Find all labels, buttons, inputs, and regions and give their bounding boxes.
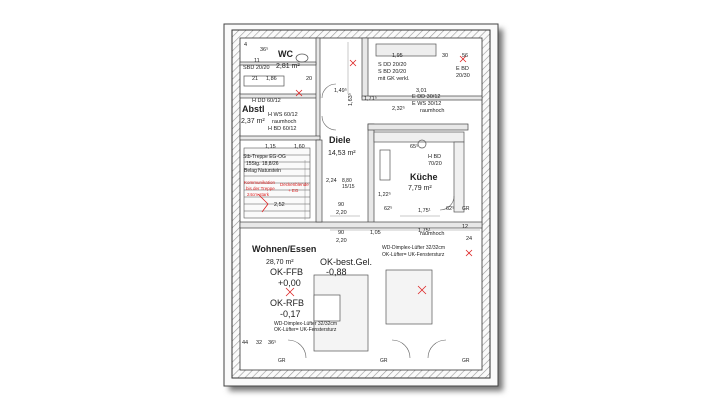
note-s-bd: S BD 20/20 [378, 69, 406, 75]
dim-149: 1,49⁵ [334, 87, 347, 94]
room-name-diele: Diele [329, 135, 351, 145]
dim-186: 1,86 [266, 76, 277, 82]
note-h-bd-kueche: H BD [428, 154, 441, 160]
dim-224: 2,24 [326, 178, 337, 184]
level-best-label: OK-best.Gel. [320, 257, 372, 267]
room-name-wc: WC [278, 49, 293, 59]
room-area-kueche: 7,79 m² [408, 185, 432, 192]
interior-walls [239, 37, 483, 229]
dim-90a: 90 [338, 202, 344, 208]
note-wd-wohnen-1: WD-Dimplex-Lüfter 32/32cm [274, 321, 337, 327]
dim-252: 2,52 [274, 202, 285, 208]
dim-4: 4 [244, 42, 247, 48]
note-h-bd-kueche-dim: 70/20 [428, 161, 442, 167]
dim-880: 8,80 [342, 178, 352, 184]
dim-175b: 1,75¹ [418, 228, 431, 234]
note-wd-kueche-2: OK-Lüfter= UK-Fenstersturz [382, 252, 445, 258]
note-raumhoch-3: raumhoch [420, 231, 444, 237]
door-swings [287, 83, 455, 359]
note-red-1: Kommunikation [244, 180, 276, 185]
dim-220b: 2,20 [336, 238, 347, 244]
dim-30: 30 [442, 53, 448, 59]
note-e-ws: E WS 30/12 [412, 101, 441, 107]
dim-32: 32 [256, 340, 262, 346]
dim-90b: 90 [338, 230, 344, 236]
dim-44: 44 [242, 340, 248, 346]
dim-163: 1,63⁵ [347, 93, 354, 106]
gr-label-1: GR [278, 358, 286, 364]
dim-301: 3,01 [416, 88, 427, 94]
note-s-dd: S DD 20/20 [378, 62, 406, 68]
note-h-dd: H DD 60/12 [252, 98, 281, 104]
dim-36: 36⁵ [260, 46, 268, 53]
level-best-value: -0,88 [326, 267, 347, 277]
room-name-abstl: Abstl [242, 104, 265, 114]
note-e-dd: E DD 30/12 [412, 94, 440, 100]
dim-62a: 62⁵ [384, 205, 392, 212]
fixtures [243, 43, 465, 352]
dim-62b: 62⁵ [446, 205, 454, 212]
dim-56: 56 [462, 53, 468, 59]
stairs [243, 147, 311, 219]
dim-1515: 15/15 [342, 184, 355, 190]
note-sbd: SBD 20/20 [243, 65, 270, 71]
dimension-lines [304, 42, 480, 231]
dim-171: 1,71⁵ [364, 95, 377, 102]
dim-12: 12 [462, 224, 468, 230]
dim-195: 1,95 [392, 53, 403, 59]
dim-20: 20 [306, 76, 312, 82]
dim-21: 21 [252, 76, 258, 82]
note-h-bd: H BD 60/12 [268, 126, 296, 132]
note-red-2: bis der Treppe [246, 186, 275, 191]
gr-label-3: GR [462, 358, 470, 364]
room-area-wc: 2,81 m² [276, 63, 300, 70]
gr-label-2: GR [380, 358, 388, 364]
note-raumhoch-2: raumhoch [420, 108, 444, 114]
room-name-kueche: Küche [410, 172, 438, 182]
note-stair-1: Stb-Treppe EG-OG [243, 154, 286, 160]
note-e-bd: E BD [456, 66, 469, 72]
dim-24: 24 [466, 236, 472, 242]
dim-65: 65⁵ [410, 143, 418, 150]
room-name-wohnen: Wohnen/Essen [252, 244, 316, 254]
level-ffb-value: +0,00 [278, 278, 301, 288]
dim-220a: 2,20 [336, 210, 347, 216]
dim-36b: 36⁵ [268, 339, 276, 346]
dim-115: 1,15 [265, 144, 276, 150]
level-rfb-label: OK-RFB [270, 298, 304, 308]
dim-232: 2,32⁵ [392, 105, 405, 112]
dim-11: 11 [254, 58, 260, 64]
note-wd-kueche-1: WD-Dimplex-Lüfter 32/32cm [382, 245, 445, 251]
level-ffb-label: OK-FFB [270, 267, 303, 277]
room-area-diele: 14,53 m² [328, 150, 356, 157]
dim-122: 1,22⁵ [378, 191, 391, 198]
gr-label-4: GR [462, 206, 470, 212]
note-wd-wohnen-2: OK-Lüfter= UK-Fenstersturz [274, 327, 337, 333]
dim-175a: 1,75¹ [418, 208, 431, 214]
note-red-3: 24cm stark [247, 192, 270, 197]
red-markers [285, 55, 473, 297]
level-rfb-value: -0,17 [280, 309, 301, 319]
note-red-5: + EG [288, 188, 299, 193]
note-raumhoch-1: raumhoch [272, 119, 296, 125]
room-area-wohnen: 28,70 m² [266, 259, 294, 266]
dim-105: 1,05 [370, 230, 381, 236]
note-stair-3: Belag Naturstein [244, 168, 281, 174]
note-gk: mit GK verkl. [378, 76, 410, 82]
dim-160: 1,60 [294, 144, 305, 150]
note-red-4: Deckenblende [280, 182, 309, 187]
room-area-abstl: 2,37 m² [241, 118, 265, 125]
note-e-bd-dim: 20/30 [456, 73, 470, 79]
note-stair-2: 15Stg. 18,8/26 [246, 161, 279, 167]
note-h-ws: H WS 60/12 [268, 112, 298, 118]
